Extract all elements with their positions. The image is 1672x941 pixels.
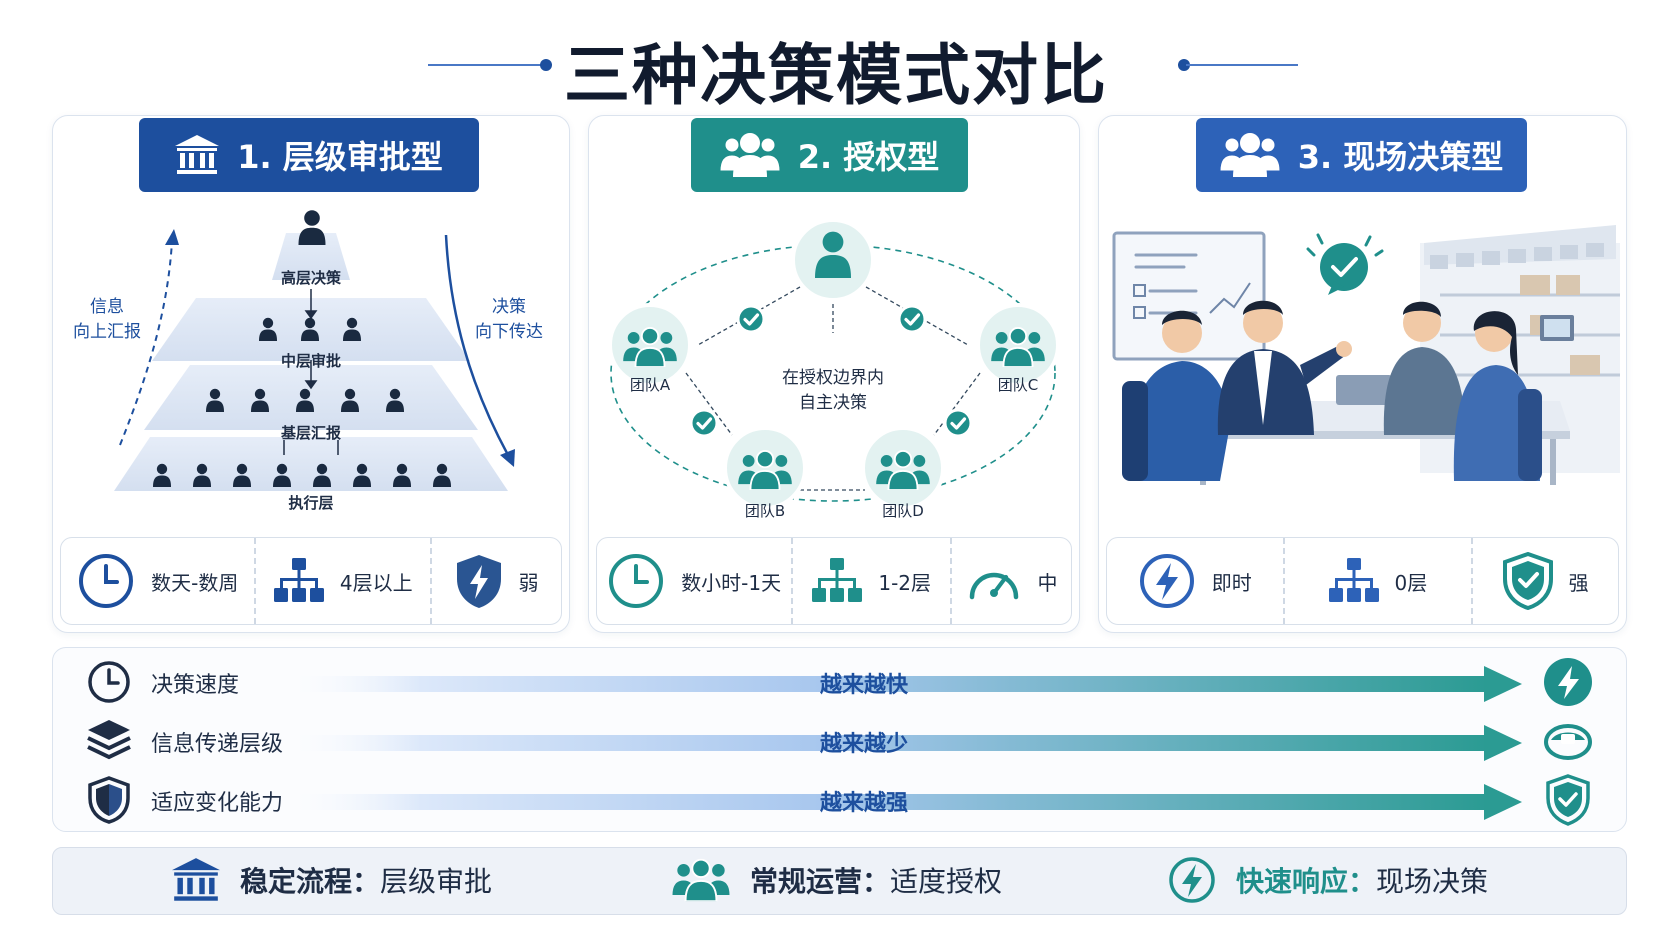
trend-label-speed: 决策速度 [151, 673, 240, 698]
pyramid-level-execution: 执行层 [288, 494, 334, 512]
team-icon [989, 327, 1047, 367]
layers-badge-icon [1544, 724, 1592, 760]
shield-icon [88, 776, 130, 824]
stat-layers: 4层以上 [254, 538, 430, 624]
bank-icon [172, 858, 220, 901]
org-chart-icon [812, 558, 862, 604]
page-title: 三种决策模式对比 [564, 37, 1108, 114]
layers-icon [87, 720, 131, 760]
stat-speed: 数天-数周 [61, 538, 254, 624]
onsite-meeting-illustration [1112, 225, 1620, 485]
team-icon [874, 450, 932, 490]
team-b-label: 团队B [744, 502, 786, 520]
delegation-network [608, 218, 1060, 510]
title-dot-left [540, 59, 552, 71]
lightning-badge-icon [1544, 658, 1592, 706]
team-a-label: 团队A [629, 376, 671, 394]
team-d-label: 团队D [882, 502, 924, 520]
team-icon [672, 858, 730, 902]
info-up-label: 信息 向上汇报 [73, 297, 141, 342]
panel-title-delegation: 2. 授权型 [691, 118, 968, 192]
stats-onsite: 即时 0层 强 [1106, 537, 1619, 625]
person-icon [298, 210, 326, 245]
summary-fast: 快速响应：现场决策 [1168, 847, 1488, 913]
shield-check-badge-icon [1546, 774, 1590, 826]
panel-title-text: 3. 现场决策型 [1297, 138, 1504, 176]
lightning-icon [1139, 554, 1194, 608]
delegation-center-text: 在授权边界内 自主决策 [782, 368, 884, 413]
stat-speed: 数小时-1天 [597, 538, 791, 624]
decision-down-label: 决策 向下传达 [475, 297, 543, 342]
title-line-right [1186, 64, 1298, 66]
org-chart-icon [1329, 558, 1379, 604]
clock-icon [609, 554, 664, 608]
hierarchy-pyramid [114, 210, 515, 491]
trend-arrow-adaptability [276, 784, 1522, 820]
summary-stable: 稳定流程：层级审批 [172, 847, 492, 913]
team-icon [1220, 133, 1280, 177]
team-icon [720, 133, 780, 177]
trend-value-adaptability: 越来越强 [819, 791, 908, 816]
stat-adaptability: 中 [950, 538, 1071, 624]
stat-adaptability: 强 [1471, 538, 1618, 624]
trend-arrow-speed [276, 666, 1522, 702]
check-badge-icon [689, 408, 719, 438]
summary-bar [52, 847, 1627, 915]
panel-title-onsite: 3. 现场决策型 [1196, 118, 1527, 192]
check-badge-icon [943, 408, 973, 438]
clock-icon [88, 661, 130, 703]
summary-routine: 常规运营：适度授权 [672, 847, 1002, 913]
bank-icon [175, 135, 220, 174]
trend-value-layers: 越来越少 [819, 732, 908, 757]
team-icon [621, 327, 679, 367]
stat-speed: 即时 [1107, 538, 1283, 624]
stats-hierarchical: 数天-数周 4层以上 弱 [60, 537, 562, 625]
pyramid-level-base: 基层汇报 [280, 424, 341, 442]
title-line-left [428, 64, 544, 66]
panel-title-hierarchical: 1. 层级审批型 [139, 118, 479, 192]
shield-check-icon [1502, 552, 1553, 610]
trend-label-layers: 信息传递层级 [151, 732, 284, 757]
stat-layers: 1-2层 [791, 538, 950, 624]
stat-adaptability: 弱 [430, 538, 561, 624]
clock-icon [79, 554, 134, 608]
title-dot-right [1178, 59, 1190, 71]
team-icon [736, 450, 794, 490]
lightning-circle-icon [1169, 857, 1215, 903]
trend-label-adaptability: 适应变化能力 [151, 791, 284, 816]
panel-title-text: 1. 层级审批型 [237, 138, 443, 176]
stats-delegation: 数小时-1天 1-2层 中 [596, 537, 1072, 625]
check-badge-icon [736, 304, 766, 334]
pyramid-level-top: 高层决策 [280, 269, 341, 287]
trend-arrow-layers [276, 725, 1522, 761]
pyramid-level-middle: 中层审批 [280, 352, 341, 370]
panel-title-text: 2. 授权型 [797, 138, 940, 176]
speedometer-icon [969, 572, 1018, 600]
trend-value-speed: 越来越快 [819, 673, 908, 698]
stat-layers: 0层 [1282, 538, 1472, 624]
team-c-label: 团队C [997, 376, 1039, 394]
check-badge-icon [897, 304, 927, 334]
shield-lightning-icon [456, 555, 501, 608]
org-chart-icon [274, 558, 324, 604]
